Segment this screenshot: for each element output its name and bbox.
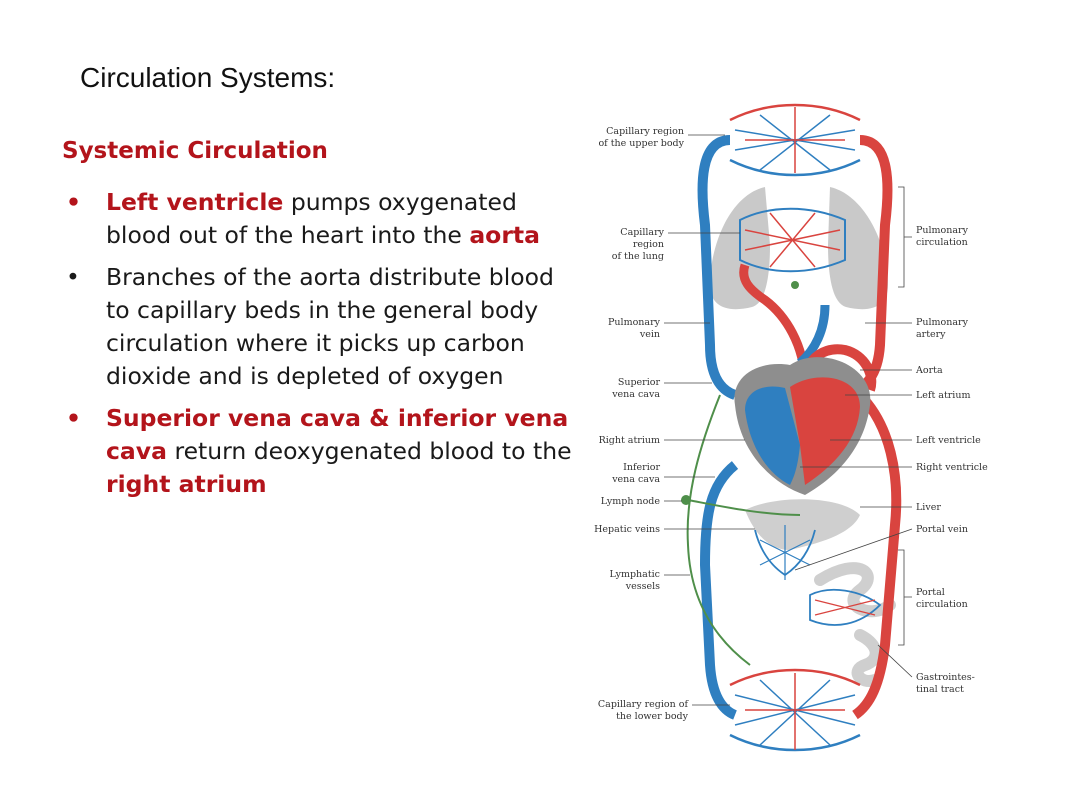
term-vena-cava: Superior vena cava & inferior vena cava <box>106 404 569 465</box>
label-lymph-vessels-1: Lymphatic <box>609 569 660 580</box>
term-left-ventricle: Left ventricle <box>106 188 284 216</box>
label-gi-2: tinal tract <box>916 684 964 695</box>
label-liver: Liver <box>916 502 941 513</box>
heart-right-side <box>745 386 800 485</box>
bullet-item: • Branches of the aorta distribute blood… <box>62 261 582 393</box>
label-cap-lung-2: region <box>633 239 664 250</box>
capillary-upper-body <box>729 103 861 177</box>
capillary-lung <box>739 207 846 273</box>
bullet-text: pumps oxygenated blood out of the heart … <box>106 188 517 249</box>
label-ivc-2: vena cava <box>611 474 660 485</box>
label-pulm-artery-1: Pulmonary <box>916 317 969 328</box>
label-hepatic-veins: Hepatic veins <box>594 524 660 535</box>
term-aorta: aorta <box>469 221 541 249</box>
vein-loop-upper <box>697 135 737 400</box>
label-cap-upper-2: of the upper body <box>598 138 684 149</box>
label-portal-vein: Portal vein <box>916 524 968 535</box>
label-pulm-vein-2: vein <box>639 329 660 340</box>
label-portal-circ-2: circulation <box>916 599 968 610</box>
labels-left: Capillary region of the upper body Capil… <box>594 126 755 722</box>
bullet-list: • Left ventricle pumps oxygenated blood … <box>62 186 582 510</box>
label-pulm-circ-2: circulation <box>916 237 968 248</box>
label-cap-lower-2: the lower body <box>616 711 689 722</box>
slide-title: Circulation Systems: <box>80 62 336 93</box>
bullet-text: Branches of the aorta distribute blood t… <box>106 263 554 390</box>
liver <box>745 499 860 550</box>
label-right-atrium: Right atrium <box>599 435 660 446</box>
term-right-atrium: right atrium <box>106 470 267 498</box>
label-pulm-circ-1: Pulmonary <box>916 225 969 236</box>
label-cap-upper-1: Capillary region <box>606 126 684 137</box>
label-left-atrium: Left atrium <box>916 390 970 401</box>
circulation-diagram: Capillary region of the upper body Capil… <box>594 103 988 752</box>
label-cap-lung-1: Capillary <box>620 227 664 238</box>
label-lymph-vessels-2: vessels <box>625 581 660 592</box>
label-lymph-node: Lymph node <box>601 496 661 507</box>
label-ivc-1: Inferior <box>623 462 660 473</box>
label-cap-lung-3: of the lung <box>612 251 664 262</box>
vein-loop-lower <box>699 461 739 720</box>
bullet-item: • Superior vena cava & inferior vena cav… <box>62 402 582 501</box>
label-portal-circ-1: Portal <box>916 587 945 598</box>
label-aorta: Aorta <box>915 365 943 376</box>
capillary-gut <box>809 588 882 626</box>
heart-left-side <box>790 377 860 485</box>
bullet-marker: • <box>66 404 82 432</box>
label-pulm-artery-2: artery <box>916 329 946 340</box>
label-svc-2: vena cava <box>611 389 660 400</box>
capillary-liver <box>754 525 816 580</box>
labels-right: Pulmonary circulation Pulmonary artery A… <box>794 186 988 695</box>
bullet-item: • Left ventricle pumps oxygenated blood … <box>62 186 582 252</box>
label-right-ventricle: Right ventricle <box>916 462 988 473</box>
label-gi-1: Gastrointes- <box>916 672 975 683</box>
section-heading: Systemic Circulation <box>62 138 328 164</box>
label-pulm-vein-1: Pulmonary <box>608 317 661 328</box>
right-lung <box>828 187 888 310</box>
bullet-marker: • <box>66 188 82 216</box>
artery-loop-lower <box>851 391 902 720</box>
lymph-node <box>681 495 691 505</box>
bullet-marker: • <box>66 263 80 291</box>
capillary-lower-body <box>729 668 861 752</box>
lymph-node-lung <box>791 281 799 289</box>
bullet-text: return deoxygenated blood to the <box>166 437 572 465</box>
gastrointestinal-tract <box>814 562 896 687</box>
lymphatic-vessels <box>686 394 801 666</box>
label-left-ventricle: Left ventricle <box>916 435 981 446</box>
label-cap-lower-1: Capillary region of <box>598 699 690 710</box>
label-svc-1: Superior <box>618 377 661 388</box>
